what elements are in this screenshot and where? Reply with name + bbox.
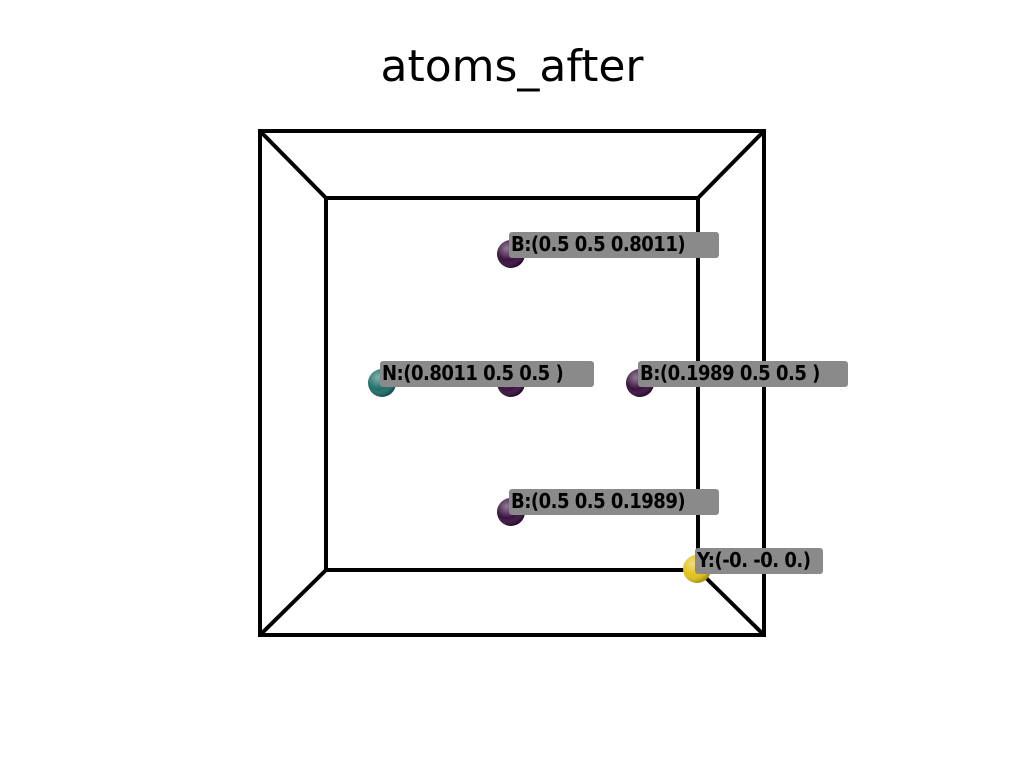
label-text: B:(0.1989 0.5 0.5 )	[640, 361, 820, 385]
label-text: B:(0.5 0.5 0.8011)	[511, 232, 685, 256]
edge-top-left	[258, 129, 328, 200]
atom-label: N:(0.8011 0.5 0.5 )	[380, 361, 594, 387]
edge-bottom-right	[696, 568, 766, 637]
atom-label: B:(0.1989 0.5 0.5 )	[638, 361, 848, 387]
label-box	[509, 232, 719, 258]
label-text: N:(0.8011 0.5 0.5 )	[382, 361, 563, 385]
label-box	[638, 361, 848, 387]
label-text: Y:(-0. -0. 0.)	[696, 548, 810, 572]
plot-title: atoms_after	[380, 41, 644, 92]
atom-label: B:(0.5 0.5 0.8011)	[509, 232, 719, 258]
label-box	[509, 489, 719, 515]
labels-layer: B:(0.5 0.5 0.8011) N:(0.8011 0.5 0.5 ) B:(…	[380, 232, 848, 574]
label-text: B:(0.5 0.5 0.1989)	[511, 489, 685, 513]
atoms-layer	[368, 240, 711, 583]
label-box	[695, 548, 823, 574]
edge-top-right	[696, 129, 766, 200]
atom-label: B:(0.5 0.5 0.1989)	[509, 489, 719, 515]
label-box	[380, 361, 594, 387]
atom-label: Y:(-0. -0. 0.)	[695, 548, 823, 574]
edge-bottom-left	[258, 568, 328, 637]
